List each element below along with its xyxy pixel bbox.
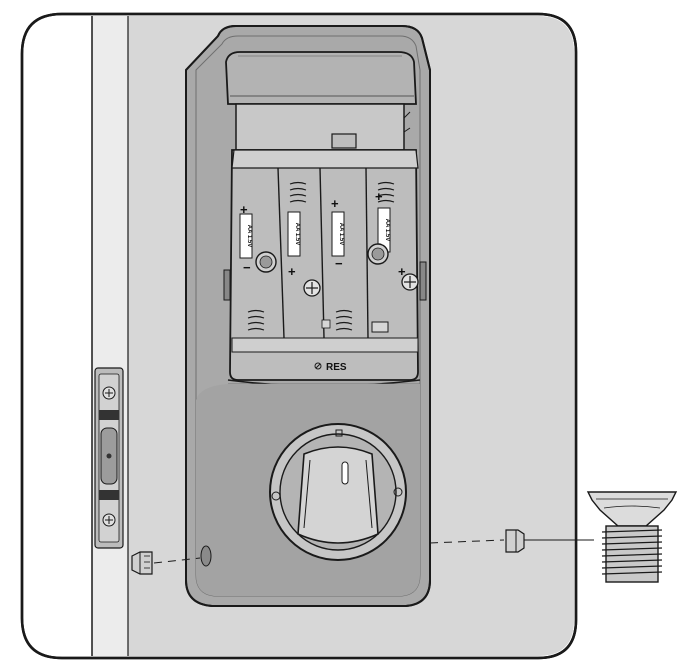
mounting-screw-right: [505, 529, 525, 553]
reset-label: RES: [326, 362, 347, 373]
faceplate-screw-bottom-icon: [102, 513, 116, 527]
latch-faceplate: [94, 367, 124, 549]
battery-label-3: AA 1.5V: [331, 211, 345, 257]
side-clip: [419, 261, 427, 301]
faceplate-bottom-marking: [99, 490, 119, 500]
cover-hinge-area: [235, 103, 411, 151]
unlock-indicator-icon: [335, 429, 343, 437]
reset-button: RES: [314, 362, 347, 373]
lock-indicator-right-icon: [393, 487, 403, 497]
mounting-screw-right-icon: [401, 273, 419, 291]
battery-label-1: AA 1.5V: [239, 213, 253, 259]
svg-text:AA 1.5V: AA 1.5V: [338, 223, 344, 245]
battery-spring-icon: [247, 181, 395, 331]
guide-line-left: [153, 557, 201, 564]
battery-cover-top: [225, 51, 417, 105]
polarity-plus: +: [398, 264, 406, 279]
battery-compartment: AA 1.5V AA 1.5V AA 1.5V AA 1.5V + + + + …: [223, 149, 427, 381]
faceplate-screw-top-icon: [102, 386, 116, 400]
lock-indicator-left-icon: [271, 491, 281, 501]
polarity-plus: +: [375, 189, 383, 204]
polarity-plus: +: [331, 196, 339, 211]
polarity-plus: +: [240, 202, 248, 217]
polarity-minus: −: [243, 260, 251, 275]
guide-line-right: [429, 539, 505, 544]
svg-text:AA 1.5V: AA 1.5V: [384, 219, 390, 241]
battery-label-2: AA 1.5V: [287, 211, 301, 257]
thumb-turn: [269, 423, 407, 561]
faceplate-top-marking: [99, 410, 119, 420]
screw-detail-enlarged: [586, 491, 678, 583]
svg-text:AA 1.5V: AA 1.5V: [246, 225, 252, 247]
mounting-screw-left-icon: [303, 279, 321, 297]
mounting-screw-left: [131, 551, 153, 575]
side-clip: [223, 269, 231, 301]
polarity-plus: +: [288, 264, 296, 279]
compartment-screw-right-icon: [367, 243, 389, 265]
svg-text:AA 1.5V: AA 1.5V: [294, 223, 300, 245]
interior-lock-unit: AA 1.5V AA 1.5V AA 1.5V AA 1.5V + + + + …: [185, 25, 431, 607]
polarity-minus: −: [335, 256, 343, 271]
compartment-screw-left-icon: [255, 251, 277, 273]
